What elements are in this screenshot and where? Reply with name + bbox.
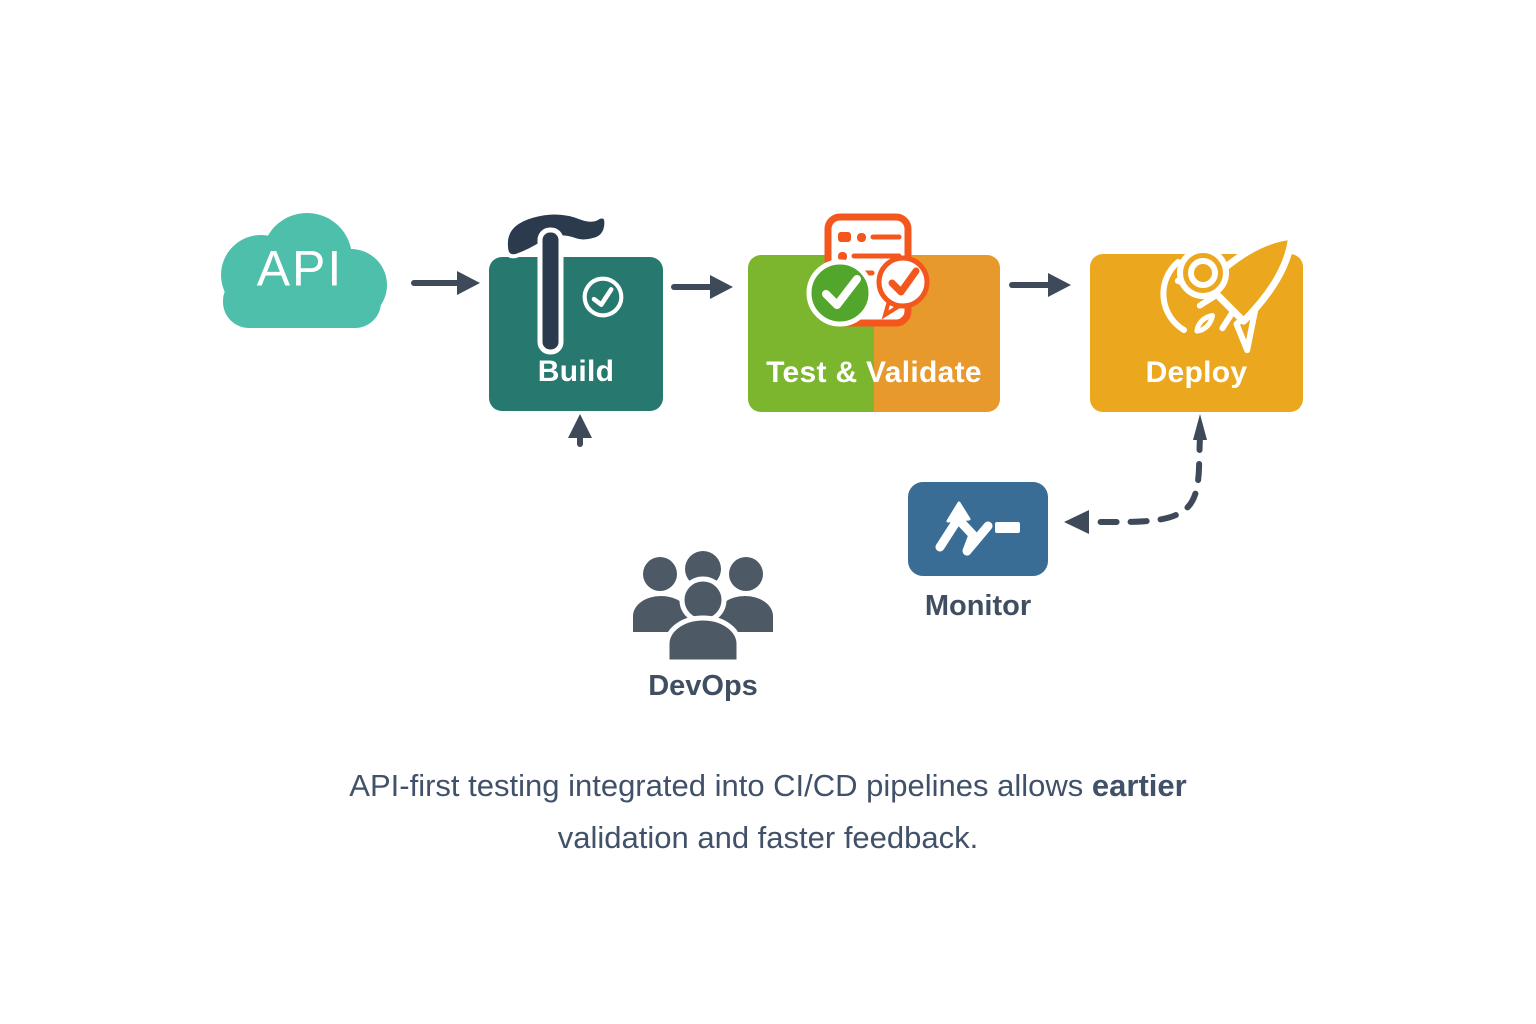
monitor-node (908, 482, 1048, 576)
stage-deploy-label: Deploy (1145, 356, 1248, 389)
people-group-icon (633, 551, 773, 665)
caption-line1-bold: eartier (1091, 768, 1187, 803)
arrow-test-to-deploy (1009, 273, 1071, 297)
pulse-arrow-icon (935, 501, 1020, 556)
rocket-icon (1160, 232, 1296, 354)
arrow-build-to-test (671, 275, 733, 299)
caption-line-1: API-first testing integrated into CI/CD … (0, 760, 1536, 812)
caption: API-first testing integrated into CI/CD … (0, 760, 1536, 864)
chat-check-icon (876, 255, 930, 320)
checklist-doc-icon (806, 213, 930, 327)
dashed-arrow-monitor-to-build (568, 414, 592, 447)
caption-line-2: validation and faster feedback. (557, 820, 979, 855)
check-circle-green-icon (806, 259, 874, 327)
arrow-api-to-build (411, 271, 480, 295)
hammer-icon (503, 210, 609, 355)
devops-label: DevOps (648, 670, 758, 702)
dashed-arrow-deploy-to-monitor (1064, 414, 1207, 534)
monitor-label: Monitor (924, 590, 1032, 622)
stage-test-validate-label: Test & Validate (766, 356, 982, 389)
stage-build: Build (489, 257, 663, 411)
cloud-icon (221, 213, 387, 328)
api-source-node: API (203, 213, 397, 328)
check-circle-icon (582, 276, 624, 318)
api-label: API (256, 240, 344, 297)
caption-line1-text: API-first testing integrated into CI/CD … (349, 768, 1092, 803)
stage-build-label: Build (537, 355, 615, 388)
